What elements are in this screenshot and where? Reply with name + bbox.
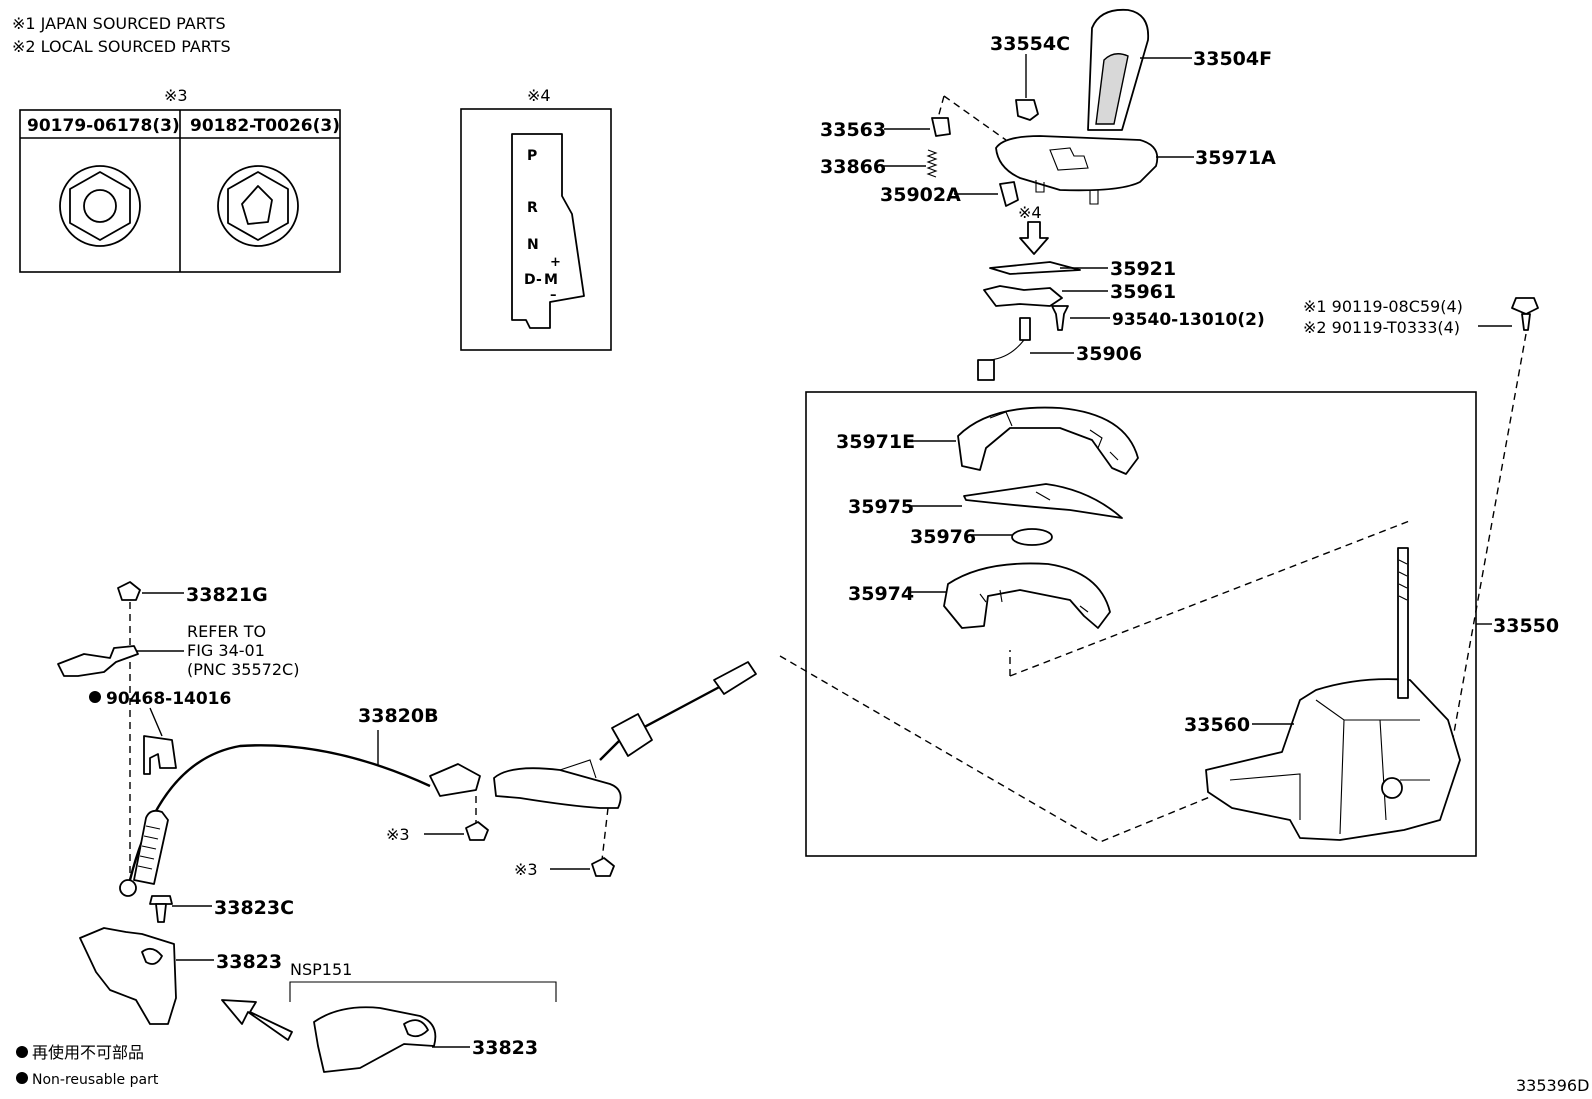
gate-p: P xyxy=(527,148,537,164)
shift-base-33560 xyxy=(1205,678,1461,841)
wire-connector xyxy=(977,359,995,381)
sheet-35975 xyxy=(963,483,1123,519)
assembly-33550-contents: 35971E 35975 35976 35974 33560 xyxy=(779,406,1461,843)
nut-mark3-b xyxy=(591,857,615,877)
cable-bracket-plate xyxy=(493,767,622,809)
nsp-label: NSP151 xyxy=(290,960,352,979)
label-33823-a: 33823 xyxy=(216,951,282,973)
legend: 再使用不可部品 Non-reusable part xyxy=(16,1043,159,1088)
legend-bullet-icon-2 xyxy=(16,1072,28,1084)
nut-part-number-2: 90182-T0026(3) xyxy=(190,116,340,136)
label-33550: 33550 xyxy=(1493,615,1559,637)
label-33820B: 33820B xyxy=(358,705,439,727)
gate-minus: – xyxy=(550,288,557,303)
bracket-33823-a xyxy=(79,927,177,1025)
label-90119-japan: ※1 90119-08C59(4) xyxy=(1303,297,1463,316)
label-33823C: 33823C xyxy=(214,897,294,919)
cable-bracket xyxy=(57,645,139,677)
note-japan-sourced: ※1 JAPAN SOURCED PARTS xyxy=(12,14,226,33)
clip-90468 xyxy=(143,735,177,775)
label-35971A: 35971A xyxy=(1195,147,1276,169)
down-arrow-icon xyxy=(1019,221,1049,255)
label-33560: 33560 xyxy=(1184,714,1250,736)
nut-33821G xyxy=(117,581,141,601)
shift-gate-plate xyxy=(511,133,585,329)
gate-n: N xyxy=(527,237,539,253)
label-93540: 93540-13010(2) xyxy=(1112,310,1265,330)
label-35974: 35974 xyxy=(848,583,914,605)
hex-nut-icon xyxy=(59,165,141,247)
gate-r: R xyxy=(527,200,538,216)
label-33554C: 33554C xyxy=(990,33,1070,55)
label-mark3-a: ※3 xyxy=(386,825,410,844)
gate-dash: - xyxy=(536,272,542,288)
housing-35974 xyxy=(943,562,1111,629)
inset-shift-gate: ※4 P R N D - M + – xyxy=(460,86,612,351)
label-35975: 35975 xyxy=(848,496,914,518)
label-35971E: 35971E xyxy=(836,431,915,453)
bulb-socket xyxy=(1019,317,1031,341)
nut-part-number-1: 90179-06178(3) xyxy=(27,116,180,136)
screw-icon xyxy=(1051,305,1069,331)
cable-adjuster xyxy=(611,713,653,757)
shift-knob-assembly: 33504F 33554C 33563 33866 35902A 35971A … xyxy=(820,8,1276,381)
legend-japanese: 再使用不可部品 xyxy=(32,1043,144,1062)
legend-bullet-icon xyxy=(16,1046,28,1058)
bolt-33823C xyxy=(149,895,173,905)
refer-line-1: REFER TO xyxy=(187,622,266,641)
spring-33866 xyxy=(926,149,938,178)
nsp-bracket-line xyxy=(289,981,557,1002)
bolt-90119: ※1 90119-08C59(4) ※2 90119-T0333(4) xyxy=(1303,297,1539,811)
label-mark3-b: ※3 xyxy=(514,860,538,879)
inset-gate-frame xyxy=(460,108,612,351)
non-reusable-bullet-icon xyxy=(89,691,101,703)
shift-bezel xyxy=(995,135,1159,192)
inset-gate-mark: ※4 xyxy=(527,86,551,105)
plate-35976 xyxy=(1011,528,1053,546)
label-33563: 33563 xyxy=(820,119,886,141)
refer-line-3: (PNC 35572C) xyxy=(187,660,299,679)
gate-d: D xyxy=(524,272,536,288)
figure-id: 335396D xyxy=(1516,1076,1589,1095)
cable-end xyxy=(713,661,757,695)
gate-plus: + xyxy=(550,255,561,270)
flange-nut-icon xyxy=(217,165,299,247)
label-35921: 35921 xyxy=(1110,258,1176,280)
note-local-sourced: ※2 LOCAL SOURCED PARTS xyxy=(12,37,231,56)
label-33866: 33866 xyxy=(820,156,886,178)
label-35976: 35976 xyxy=(910,526,976,548)
clip-33554C xyxy=(1015,99,1039,121)
part-33563 xyxy=(931,117,951,137)
nut-mark3-a xyxy=(465,821,489,841)
label-35906: 35906 xyxy=(1076,343,1142,365)
legend-english: Non-reusable part xyxy=(32,1072,159,1088)
shift-cable-assembly: 33821G REFER TO FIG 34-01 (PNC 35572C) 9… xyxy=(57,581,757,1073)
direction-arrow-icon xyxy=(221,999,293,1041)
label-33823-b: 33823 xyxy=(472,1037,538,1059)
arrow-mark-4: ※4 xyxy=(1018,203,1042,222)
indicator-plate xyxy=(989,261,1081,275)
bolt-head-icon xyxy=(1511,297,1539,315)
indicator-housing xyxy=(983,285,1063,307)
inset-nuts: ※3 90179-06178(3) 90182-T0026(3) xyxy=(19,86,341,273)
refer-line-2: FIG 34-01 xyxy=(187,641,265,660)
label-90468: 90468-14016 xyxy=(106,689,231,709)
inset-nuts-mark: ※3 xyxy=(164,86,188,105)
label-33504F: 33504F xyxy=(1193,48,1272,70)
label-90119-local: ※2 90119-T0333(4) xyxy=(1303,318,1460,337)
cover-35971E xyxy=(957,406,1139,475)
label-35961: 35961 xyxy=(1110,281,1176,303)
bracket-33823-b xyxy=(313,1006,437,1073)
label-33821G: 33821G xyxy=(186,584,268,606)
label-35902A: 35902A xyxy=(880,184,961,206)
part-35902A xyxy=(999,181,1019,207)
shift-lever-rod xyxy=(1397,547,1409,699)
gate-m: M xyxy=(544,272,558,288)
cable-mount xyxy=(429,763,481,797)
